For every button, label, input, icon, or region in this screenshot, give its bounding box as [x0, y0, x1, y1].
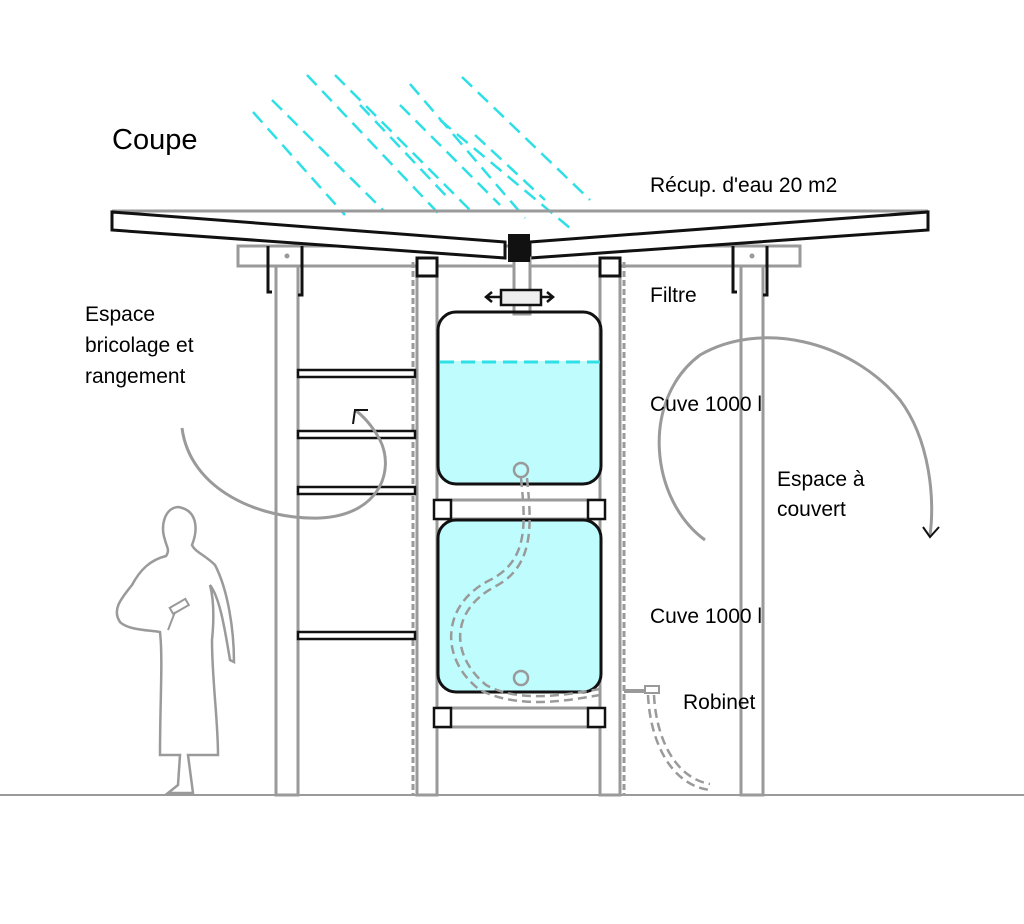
- arrow-head-left: [352, 409, 368, 425]
- tank-upper: [436, 310, 603, 486]
- covered-circulation-arrow: [657, 336, 934, 542]
- tap-icon: [624, 685, 711, 792]
- tank-lower: [436, 518, 603, 694]
- arrow-head-right: [922, 526, 940, 539]
- rain-lines: [252, 74, 591, 229]
- label-tap: Robinet: [683, 691, 756, 714]
- label-covered-line2: couvert: [777, 498, 846, 521]
- label-covered-line1: Espace à: [777, 468, 865, 491]
- posts: [274, 253, 765, 797]
- filter-icon: [484, 288, 555, 307]
- hose: [449, 477, 601, 704]
- roof-filter-icon: [508, 234, 530, 262]
- label-workshop-line3: rangement: [85, 365, 186, 388]
- label-filter: Filtre: [650, 284, 697, 307]
- workshop-circulation-arrow: [180, 408, 387, 520]
- roof-brackets: [266, 246, 769, 297]
- label-tank-upper: Cuve 1000 l: [650, 393, 762, 416]
- hammer-icon: [167, 597, 191, 631]
- label-workshop-line2: bricolage et: [85, 334, 194, 357]
- label-tank-lower: Cuve 1000 l: [650, 605, 762, 628]
- tank-supports: [432, 498, 607, 729]
- person-silhouette: [115, 505, 236, 795]
- label-workshop-line1: Espace: [85, 303, 155, 326]
- shelves: [296, 368, 417, 641]
- diagram-title: Coupe: [112, 124, 197, 156]
- label-roof-collection: Récup. d'eau 20 m2: [650, 174, 837, 197]
